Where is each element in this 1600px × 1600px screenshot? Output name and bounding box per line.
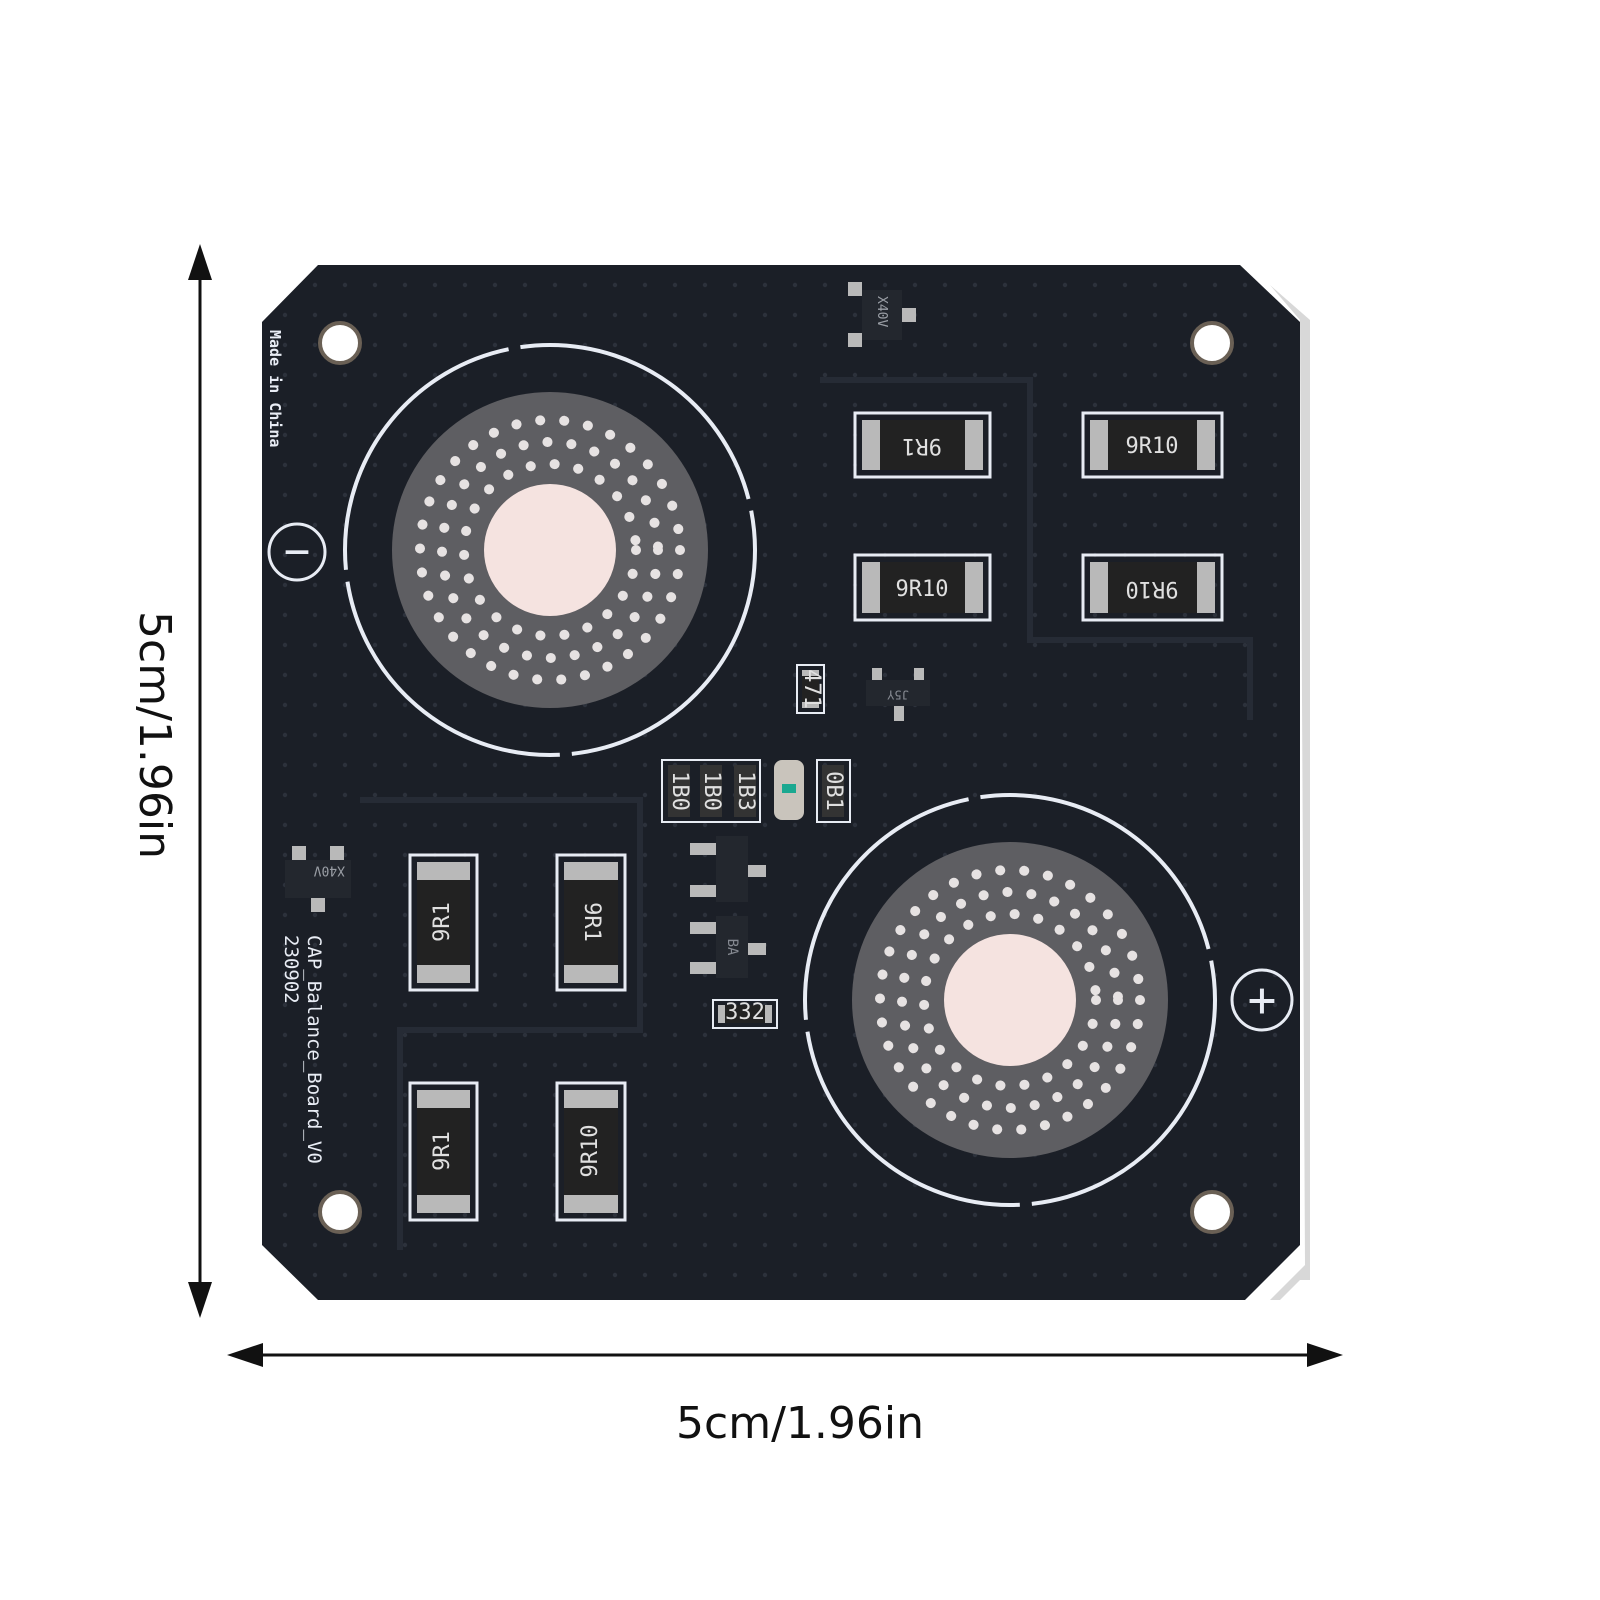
minus-symbol: − — [284, 526, 311, 577]
resistor: 9R10 — [1081, 553, 1224, 622]
svg-text:BA: BA — [724, 939, 740, 956]
mounting-hole — [1190, 321, 1234, 365]
mosfet-top: X40V — [848, 282, 916, 347]
plus-marker — [1230, 968, 1294, 1032]
mounting-hole — [318, 321, 362, 365]
resistor: 9R10 — [555, 1081, 627, 1222]
resistor: 9R1 — [408, 853, 479, 992]
status-led — [774, 760, 804, 820]
minus-marker — [267, 522, 327, 582]
ic-ba: BA — [690, 916, 766, 978]
positive-terminal — [803, 793, 1217, 1207]
mosfet-left: X40V — [285, 846, 351, 912]
made-in-china-text: Made in China — [266, 330, 284, 447]
resistor: 9R1 — [408, 1081, 479, 1222]
pcb-board: − + Made in China CAP_Balance_Board_V0 2… — [262, 265, 1310, 1300]
svg-text:X40V: X40V — [314, 863, 345, 878]
board-name-text: CAP_Balance_Board_V0 — [303, 935, 325, 1164]
svg-text:1B0: 1B0 — [667, 771, 692, 811]
svg-text:0B1: 0B1 — [821, 771, 846, 811]
svg-text:9R1: 9R1 — [430, 1131, 455, 1171]
resistor: 9R1 — [853, 411, 992, 479]
transistor-j5y: J5Y — [866, 668, 930, 721]
svg-text:9R10: 9R10 — [1126, 434, 1179, 459]
resistor: 9R1 — [555, 853, 627, 992]
svg-text:9R1: 9R1 — [579, 902, 604, 942]
resistor-471: 471 — [796, 664, 825, 714]
resistor: 9R10 — [1081, 411, 1224, 479]
resistor-332: 332 — [712, 999, 778, 1029]
svg-text:1B3: 1B3 — [733, 771, 758, 811]
svg-text:9R10: 9R10 — [578, 1125, 603, 1178]
negative-terminal — [343, 343, 757, 757]
width-label: 5cm/1.96in — [676, 1398, 924, 1449]
svg-text:9R1: 9R1 — [902, 433, 942, 458]
svg-text:9R10: 9R10 — [1126, 576, 1179, 601]
svg-text:9R10: 9R10 — [896, 577, 949, 602]
svg-text:X40V: X40V — [874, 296, 889, 327]
resistor: 9R10 — [853, 553, 992, 622]
svg-text:9R1: 9R1 — [430, 902, 455, 942]
small-resistor: 0B1 — [816, 759, 851, 823]
height-label: 5cm/1.96in — [129, 611, 180, 859]
svg-text:471: 471 — [799, 669, 824, 709]
svg-text:1B0: 1B0 — [699, 771, 724, 811]
mounting-hole — [318, 1190, 362, 1234]
small-resistor-array: 1B0 1B0 1B3 — [661, 759, 761, 823]
ic-sot23 — [690, 836, 766, 902]
board-date-text: 230902 — [280, 935, 302, 1004]
svg-text:J5Y: J5Y — [886, 688, 908, 702]
mounting-hole — [1190, 1190, 1234, 1234]
plus-symbol: + — [1248, 972, 1277, 1028]
svg-text:332: 332 — [725, 1000, 765, 1025]
